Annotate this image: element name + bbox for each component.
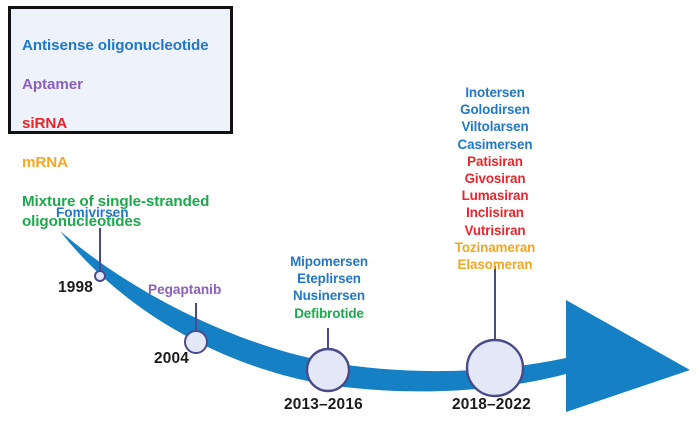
legend-item-mixture: Mixture of single-stranded oligonucleoti… — [22, 173, 230, 232]
drug-name: Tozinameran — [454, 239, 536, 255]
drug-name: Mipomersen — [290, 254, 368, 269]
drug-name: Fomivirsen — [56, 205, 129, 220]
drug-name: Vutrisiran — [464, 222, 526, 238]
drug-name: Eteplirsen — [297, 271, 361, 287]
milestone-marker-2013-2016[interactable] — [305, 347, 351, 393]
legend-label: Mixture of single-stranded oligonucleoti… — [22, 193, 210, 230]
drug-label-fomivirsen: Fomivirsen — [56, 205, 129, 220]
drug-label-mipomersen: Mipomersen — [258, 253, 400, 270]
drug-label-inclisiran: Inclisiran — [424, 204, 566, 221]
drug-label-tozinameran: Tozinameran — [424, 239, 566, 256]
drug-label-elasomeran: Elasomeran — [424, 256, 566, 273]
drug-cluster-2018-2022: Inotersen Golodirsen Viltolarsen Casimer… — [424, 84, 566, 273]
drug-name: Inclisiran — [466, 205, 524, 221]
legend: Antisense oligonucleotide Aptamer siRNA … — [8, 6, 233, 230]
drug-name: Casimersen — [457, 136, 533, 152]
drug-label-pegaptanib: Pegaptanib — [148, 282, 221, 297]
milestone-marker-2004[interactable] — [184, 330, 208, 354]
drug-name: Golodirsen — [460, 102, 530, 118]
drug-label-viltolarsen: Viltolarsen — [424, 118, 566, 135]
drug-name: Viltolarsen — [461, 119, 529, 135]
timeline-arrow-shape — [60, 231, 690, 412]
drug-cluster-2013-2016: Mipomersen Eteplirsen Nusinersen Defibro… — [258, 253, 400, 322]
drug-label-golodirsen: Golodirsen — [424, 101, 566, 118]
legend-item-mrna: mRNA — [22, 134, 230, 173]
legend-label: Aptamer — [22, 75, 83, 93]
drug-name: Inotersen — [465, 85, 525, 100]
year-label-1998: 1998 — [58, 279, 94, 296]
drug-name: Nusinersen — [293, 288, 365, 304]
year-label-2018-2022: 2018–2022 — [452, 396, 531, 413]
drug-label-patisiran: Patisiran — [424, 153, 566, 170]
legend-label: siRNA — [22, 114, 68, 132]
drug-name: Givosiran — [464, 171, 526, 187]
drug-name: Pegaptanib — [148, 282, 222, 297]
year-label-2004: 2004 — [154, 350, 190, 367]
drug-name: Patisiran — [467, 153, 523, 169]
drug-label-lumasiran: Lumasiran — [424, 187, 566, 204]
year-label-2013-2016: 2013–2016 — [284, 396, 363, 413]
drug-label-defibrotide: Defibrotide — [258, 305, 400, 322]
legend-item-aptamer: Aptamer — [22, 55, 230, 94]
drug-label-inotersen: Inotersen — [424, 84, 566, 101]
legend-item-antisense-oligonucleotide: Antisense oligonucleotide — [22, 16, 230, 55]
drug-label-eteplirsen: Eteplirsen — [258, 270, 400, 287]
legend-label: Antisense oligonucleotide — [22, 36, 209, 54]
milestone-marker-1998[interactable] — [94, 270, 106, 282]
drug-name: Elasomeran — [457, 257, 533, 273]
drug-name: Lumasiran — [461, 188, 529, 204]
drug-label-nusinersen: Nusinersen — [258, 287, 400, 304]
drug-label-vutrisiran: Vutrisiran — [424, 222, 566, 239]
drug-name: Defibrotide — [294, 305, 364, 321]
drug-label-givosiran: Givosiran — [424, 170, 566, 187]
milestone-marker-2018-2022[interactable] — [465, 338, 525, 398]
drug-label-casimersen: Casimersen — [424, 136, 566, 153]
legend-item-sirna: siRNA — [22, 94, 230, 133]
legend-label: mRNA — [22, 154, 69, 172]
